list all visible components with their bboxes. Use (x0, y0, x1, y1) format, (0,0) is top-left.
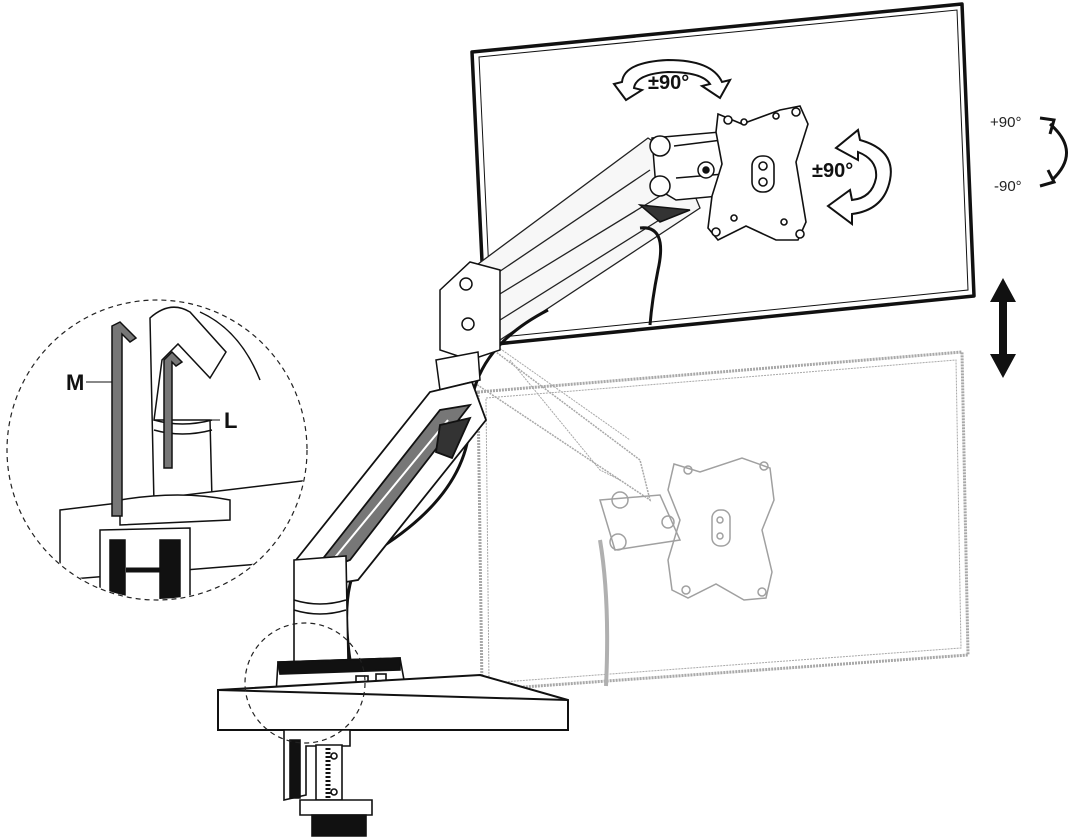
hex-key-m-icon (111, 321, 138, 517)
tilt-arrow-icon (1039, 116, 1068, 188)
label-rotate: ±90° (812, 160, 854, 182)
vesa-plate (707, 105, 809, 241)
label-tool-m: M (66, 370, 85, 395)
lowered-monitor-ghost (469, 338, 970, 692)
height-adjust-arrow-icon (990, 278, 1016, 378)
ghost-vesa-plate (599, 457, 775, 601)
arm-joint (435, 261, 501, 391)
rotation-arrow-icon (826, 128, 892, 226)
label-tilt-up: +90° (990, 114, 1022, 131)
cable (345, 226, 663, 661)
label-tilt-down: -90° (994, 178, 1022, 195)
desk (217, 673, 569, 731)
column (293, 555, 349, 663)
detail-callout-small (244, 622, 366, 744)
clamp-bottom (283, 729, 373, 837)
hex-key-l-icon (163, 350, 184, 469)
label-tool-l: L (224, 408, 238, 433)
label-swivel: ±90° (648, 72, 690, 94)
swivel-arrow-icon (612, 58, 732, 102)
detail-callout (6, 299, 308, 601)
